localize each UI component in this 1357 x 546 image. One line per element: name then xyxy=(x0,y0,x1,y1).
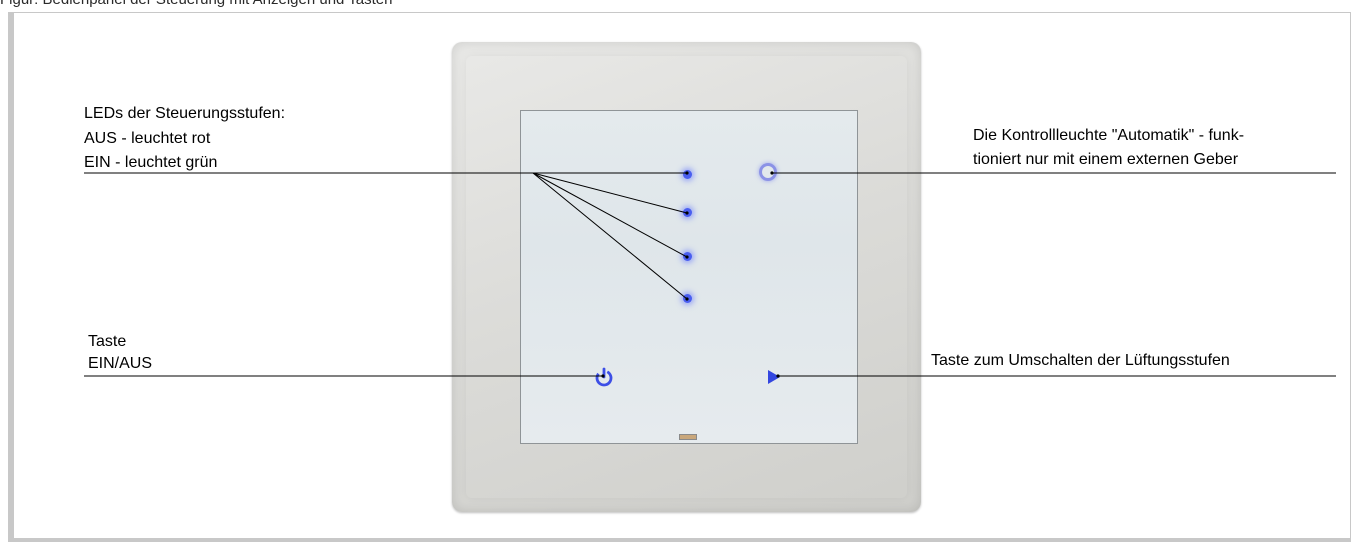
power-label-line1: Taste xyxy=(88,333,127,350)
ring-icon[interactable] xyxy=(759,163,777,181)
automatic-label-line2: tioniert nur mit einem externen Geber xyxy=(973,151,1239,168)
fan-label: Taste zum Umschalten der Lüftungsstufen xyxy=(931,352,1230,369)
play-icon[interactable] xyxy=(764,367,784,387)
control-panel-glass xyxy=(520,110,858,444)
leds-label-line1: LEDs der Steuerungsstufen: xyxy=(84,105,286,122)
leds-label-line3: EIN - leuchtet grün xyxy=(84,154,218,171)
caption-strip: Figur: Bedienpanel der Steuerung mit Anz… xyxy=(0,0,1357,8)
power-label-line2: EIN/AUS xyxy=(88,355,153,372)
caption-text: Figur: Bedienpanel der Steuerung mit Anz… xyxy=(0,0,393,8)
automatic-label-line1: Die Kontrollleuchte "Automatik" - funk- xyxy=(973,127,1245,144)
panel-notch xyxy=(679,434,697,440)
leds-label-line2: AUS - leuchtet rot xyxy=(84,130,211,147)
